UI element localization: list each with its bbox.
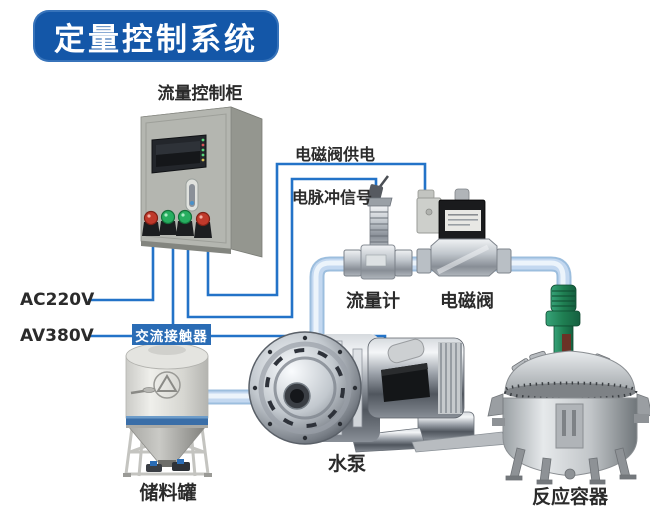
ac220v-label: AC220V [20, 290, 95, 310]
wire-pulse-signal [186, 177, 378, 319]
cabinet-handle [185, 178, 199, 212]
storage-tank [123, 342, 212, 477]
reaction-vessel [487, 284, 650, 485]
pulse-signal-wire-label: 电脉冲信号 [292, 188, 373, 207]
pump-junction-box [381, 363, 430, 402]
cabinet-buttons [142, 209, 212, 238]
tank-valves [146, 459, 190, 472]
flow-meter-label: 流量计 [346, 291, 400, 312]
water-pump [248, 331, 509, 453]
storage-tank-label: 储料罐 [139, 482, 197, 504]
solenoid-valve [416, 188, 512, 277]
title-banner: 定量控制系统 [33, 10, 279, 62]
contactor-label: 交流接触器 [135, 328, 208, 345]
reactor-label: 反应容器 [531, 486, 608, 508]
contactor-label-box: 交流接触器 [132, 324, 211, 345]
flow-meter [343, 175, 413, 280]
tank-logo-icon [153, 371, 181, 399]
cabinet-label: 流量控制柜 [157, 84, 243, 104]
av380v-label: AV380V [20, 326, 94, 346]
solenoid-valve-label: 电磁阀 [440, 291, 494, 312]
wire-ac220v [88, 242, 155, 302]
solenoid-power-wire-label: 电磁阀供电 [295, 145, 376, 164]
wire-solenoid-power [206, 162, 427, 297]
wiring-layer [88, 162, 427, 372]
control-cabinet [140, 106, 263, 258]
pump-label: 水泵 [327, 453, 366, 475]
reactor-legs [505, 447, 637, 485]
cabinet-display [151, 134, 207, 174]
title-banner-text: 定量控制系统 [54, 21, 258, 58]
reactor-agitator [545, 284, 581, 371]
